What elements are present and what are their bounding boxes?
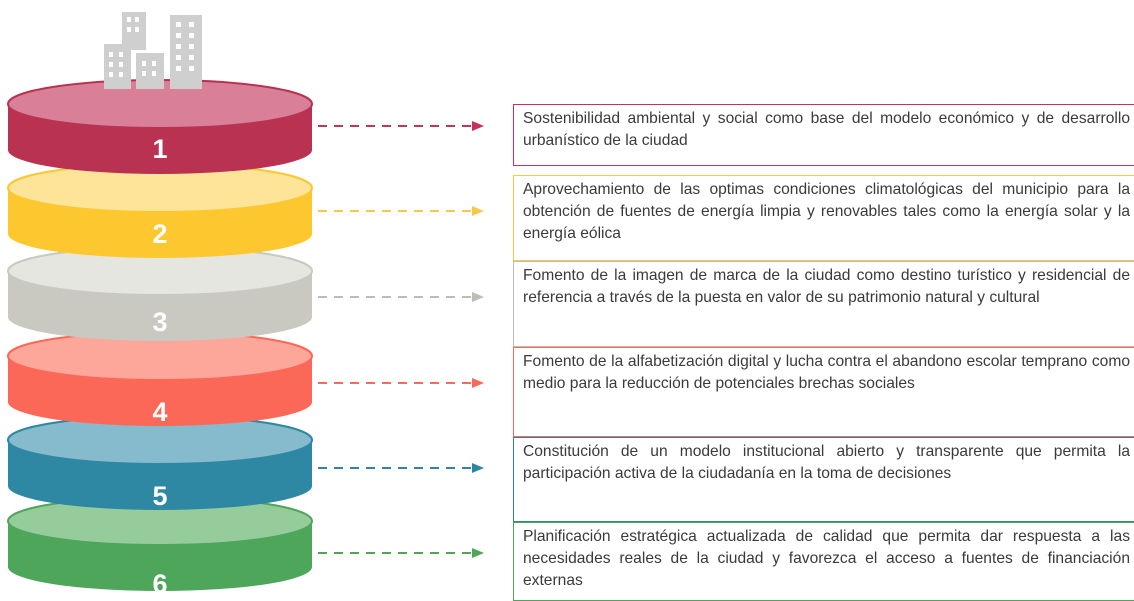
- layer-number: 6: [152, 569, 167, 599]
- connector-arrow: [318, 548, 484, 558]
- layer-4: 4: [7, 331, 313, 427]
- layer-3: 3: [7, 246, 313, 341]
- description-text: Planificación estratégica actualizada de…: [523, 528, 1130, 589]
- description-box-3: Fomento de la imagen de marca de la ciud…: [513, 261, 1134, 347]
- city-buildings-icon: [104, 12, 202, 89]
- layer-6: 6: [7, 496, 313, 599]
- connector-arrow: [318, 292, 484, 302]
- connector-arrow: [318, 121, 484, 131]
- layer-number: 3: [152, 307, 167, 337]
- connector-arrows: [318, 121, 484, 558]
- connector-arrow: [318, 378, 484, 388]
- layer-number: 5: [152, 481, 167, 511]
- description-box-2: Aprovechamiento de las optimas condicion…: [513, 175, 1134, 261]
- layer-number: 2: [152, 219, 167, 249]
- description-text: Aprovechamiento de las optimas condicion…: [523, 181, 1130, 242]
- connector-arrow: [318, 463, 484, 473]
- description-text: Fomento de la alfabetización digital y l…: [523, 353, 1130, 392]
- description-box-1: Sostenibilidad ambiental y social como b…: [513, 104, 1134, 166]
- description-text: Fomento de la imagen de marca de la ciud…: [523, 267, 1130, 306]
- connector-arrow: [318, 206, 484, 216]
- description-box-5: Constitución de un modelo institucional …: [513, 437, 1134, 522]
- description-text: Constitución de un modelo institucional …: [523, 443, 1130, 482]
- description-box-4: Fomento de la alfabetización digital y l…: [513, 347, 1134, 437]
- layer-number: 4: [152, 397, 167, 427]
- layer-stack: 6 5 4 3 2 1: [7, 79, 313, 599]
- layer-5: 5: [7, 415, 313, 511]
- layer-number: 1: [152, 134, 167, 164]
- description-box-6: Planificación estratégica actualizada de…: [513, 522, 1134, 601]
- layer-2: 2: [7, 163, 313, 258]
- layer-1: 1: [7, 79, 313, 174]
- description-text: Sostenibilidad ambiental y social como b…: [523, 110, 1130, 149]
